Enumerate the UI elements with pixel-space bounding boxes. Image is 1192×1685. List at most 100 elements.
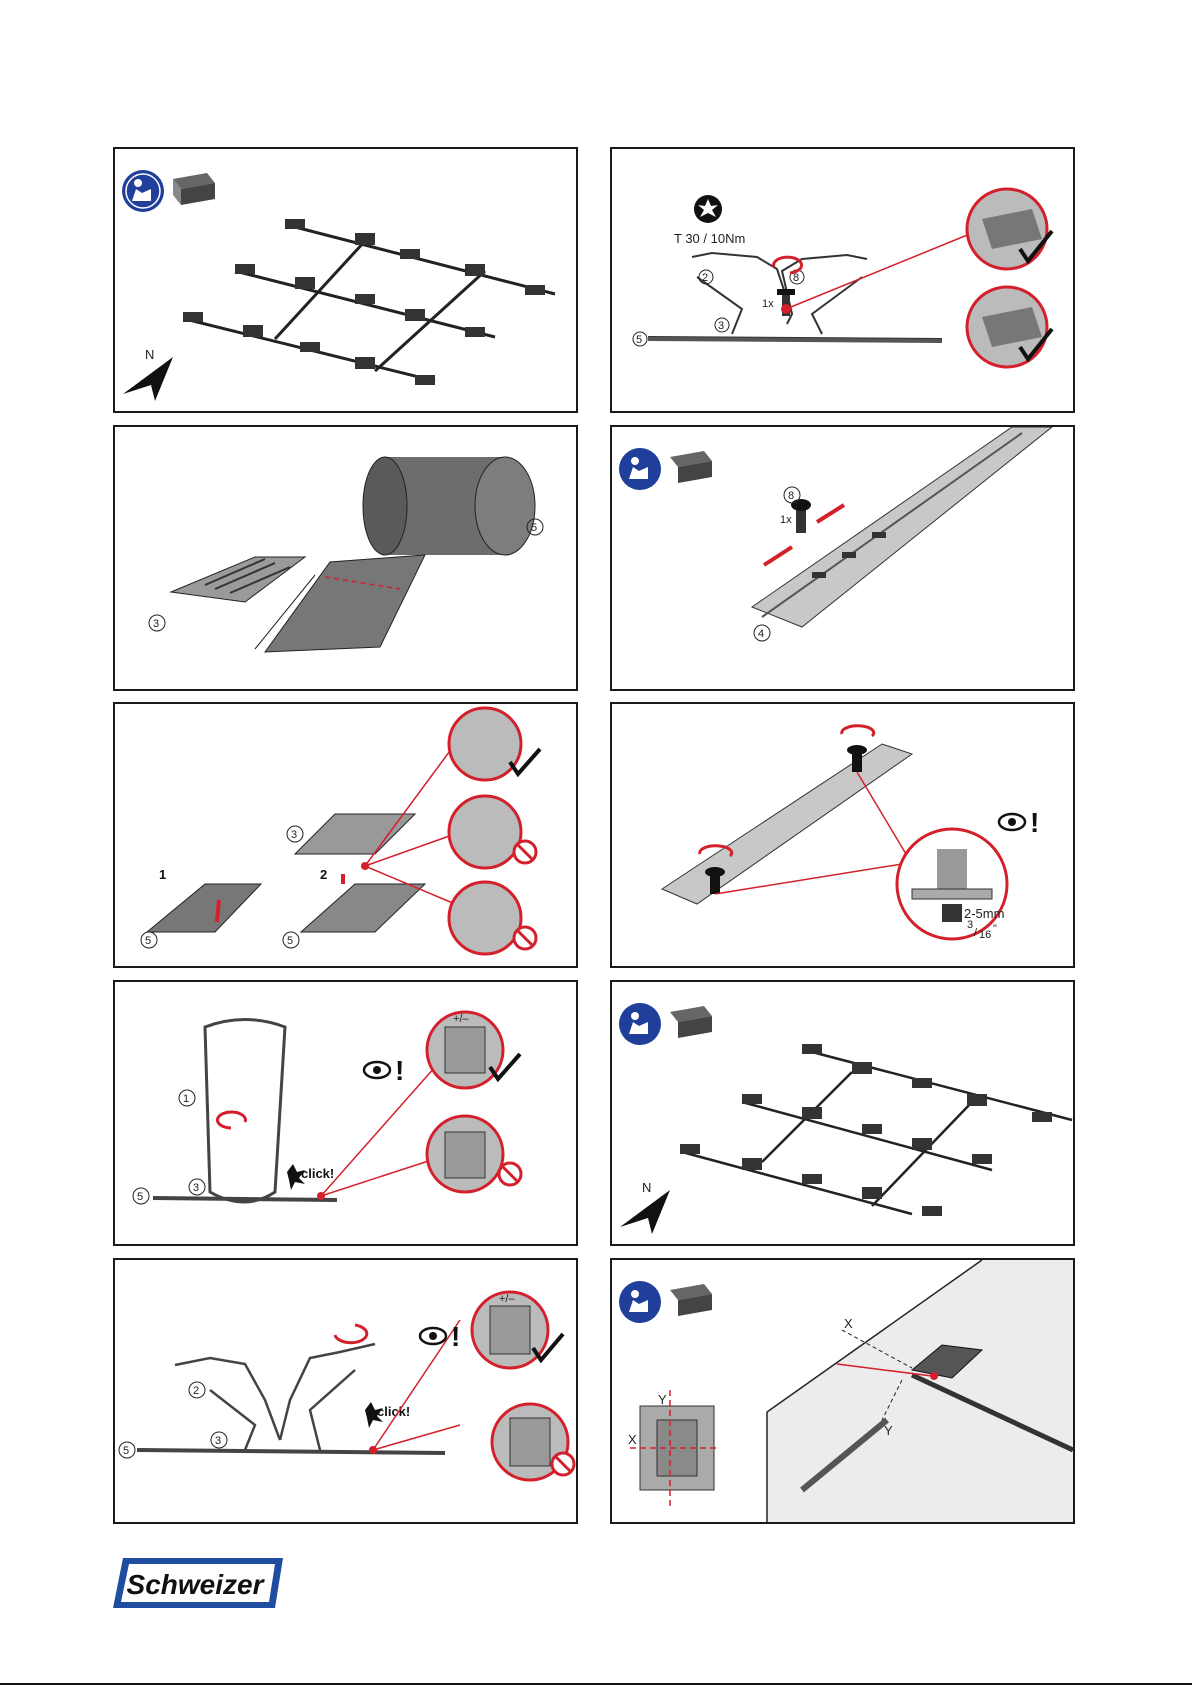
panel-membrane-roll: 3 5 (113, 425, 578, 691)
panel-double-rail-clip: click! 2 3 5 ! +/– (113, 1258, 578, 1524)
layout-grid-illustration: N (115, 149, 576, 411)
item-2-label: 2 (193, 1385, 199, 1397)
rail-profile (648, 253, 942, 339)
panel-layout-grid: N (113, 147, 578, 413)
item-8-label: 8 (788, 490, 794, 502)
y-axis-label-top: Y (884, 1423, 893, 1438)
eye-icon (364, 1062, 390, 1078)
callout-line (786, 229, 982, 309)
item-5-label: 5 (145, 935, 151, 947)
x-axis-label-top: X (844, 1316, 853, 1331)
torque-label: T 30 / 10Nm (674, 231, 745, 246)
item-3-label: 3 (153, 618, 159, 630)
detail-wrong-2 (449, 882, 536, 954)
detail-ok-top (967, 189, 1052, 269)
clamp-gap-illustration: 2-5mm 3 / 16 " ! (612, 704, 1073, 966)
membrane-roll (363, 457, 535, 555)
north-label: N (145, 347, 154, 362)
rail-screw-illustration: T 30 / 10Nm 1x 8 2 3 5 (612, 149, 1073, 411)
item-3-label: 3 (291, 829, 297, 841)
panel-rail-clip: click! 1 3 5 ! +/– (113, 980, 578, 1246)
detail-ok (472, 1292, 563, 1368)
read-manual-icon (619, 1281, 661, 1323)
base-strip (137, 1450, 445, 1453)
item-3-label: 3 (215, 1435, 221, 1447)
rotate-arrow-top (842, 726, 874, 736)
detail-ok (449, 708, 540, 780)
item-5-label: 5 (123, 1445, 129, 1457)
callout-point (361, 862, 369, 870)
warning-mark: ! (451, 1321, 460, 1352)
gap-fraction-unit: " (993, 923, 997, 935)
item-4-label: 4 (758, 628, 764, 640)
press-arrow-1 (217, 900, 219, 922)
membrane-sheet-1 (147, 884, 261, 932)
detail-wrong (492, 1404, 574, 1480)
schweizer-logo: Schweizer (113, 1558, 283, 1608)
panel-rail-insert: 8 1x 4 (610, 425, 1075, 691)
click-label: click! (301, 1166, 334, 1181)
rail (662, 744, 912, 904)
warning-mark: ! (395, 1055, 404, 1086)
rail-profile (175, 1344, 375, 1450)
eye-icon (420, 1328, 446, 1344)
gap-fraction-denominator: 16 (979, 929, 991, 941)
item-2-label: 2 (702, 272, 708, 284)
layout-grid-2-illustration: N (612, 982, 1073, 1244)
grid-block-icon (173, 173, 215, 205)
qty-label: 1x (780, 514, 792, 526)
rotate-arrow (217, 1112, 245, 1128)
tolerance-label: +/– (453, 1013, 469, 1025)
y-axis-label-detail: Y (658, 1392, 667, 1407)
membrane-overlap-illustration: 1 2 5 5 3 (115, 704, 576, 966)
read-manual-icon (122, 170, 164, 212)
item-3-label: 3 (718, 320, 724, 332)
x-axis-label-detail: X (628, 1432, 637, 1447)
base-strip (648, 339, 942, 341)
north-arrow: N (123, 347, 173, 401)
grid-block-icon (670, 451, 712, 483)
rail-insert-illustration: 8 1x 4 (612, 427, 1073, 689)
arrow-up-right (817, 505, 844, 522)
callout-point (369, 1446, 377, 1454)
screw (791, 499, 811, 533)
item-5-label: 5 (636, 334, 642, 346)
north-arrow: N (620, 1180, 670, 1234)
detail-ok (427, 1012, 520, 1088)
gap-fraction-numerator: 3 (967, 919, 973, 931)
callout-point (317, 1192, 325, 1200)
base-strip (153, 1198, 337, 1200)
arrow-down-left (764, 547, 792, 565)
double-rail-clip-illustration: click! 2 3 5 ! +/– (115, 1260, 576, 1522)
membrane-sheet-2 (301, 884, 425, 932)
panel-xy-placement: X Y Y X (610, 1258, 1075, 1524)
detail-pad-top-view (630, 1390, 720, 1506)
eye-icon (999, 814, 1025, 830)
panel-rail-screw: T 30 / 10Nm 1x 8 2 3 5 (610, 147, 1075, 413)
step-1-label: 1 (159, 867, 166, 882)
detail-ok-bottom (967, 287, 1052, 367)
grid-pads (680, 1044, 1052, 1216)
item-5-label: 5 (137, 1191, 143, 1203)
detail-gap (897, 829, 1007, 939)
membrane-roll-illustration: 3 5 (115, 427, 576, 689)
rail-profile-upright (205, 1020, 285, 1203)
torx-icon (694, 195, 722, 223)
panel-clamp-gap: 2-5mm 3 / 16 " ! (610, 702, 1075, 968)
item-5-label: 5 (531, 522, 537, 534)
qty-label: 1x (762, 298, 774, 310)
panel-layout-grid-2: N (610, 980, 1075, 1246)
click-label: click! (377, 1404, 410, 1419)
rotate-arrow (335, 1325, 367, 1343)
callout-lines (321, 1050, 450, 1196)
step-2-label: 2 (320, 867, 327, 882)
rail-plate (295, 814, 415, 854)
grid-pads (183, 219, 545, 385)
north-label: N (642, 1180, 651, 1195)
item-1-label: 1 (183, 1093, 189, 1105)
rail-clip-illustration: click! 1 3 5 ! +/– (115, 982, 576, 1244)
warning-mark: ! (1030, 807, 1039, 838)
detail-wrong-1 (449, 796, 536, 868)
tolerance-label: +/– (499, 1293, 515, 1305)
xy-placement-illustration: X Y Y X (612, 1260, 1073, 1522)
